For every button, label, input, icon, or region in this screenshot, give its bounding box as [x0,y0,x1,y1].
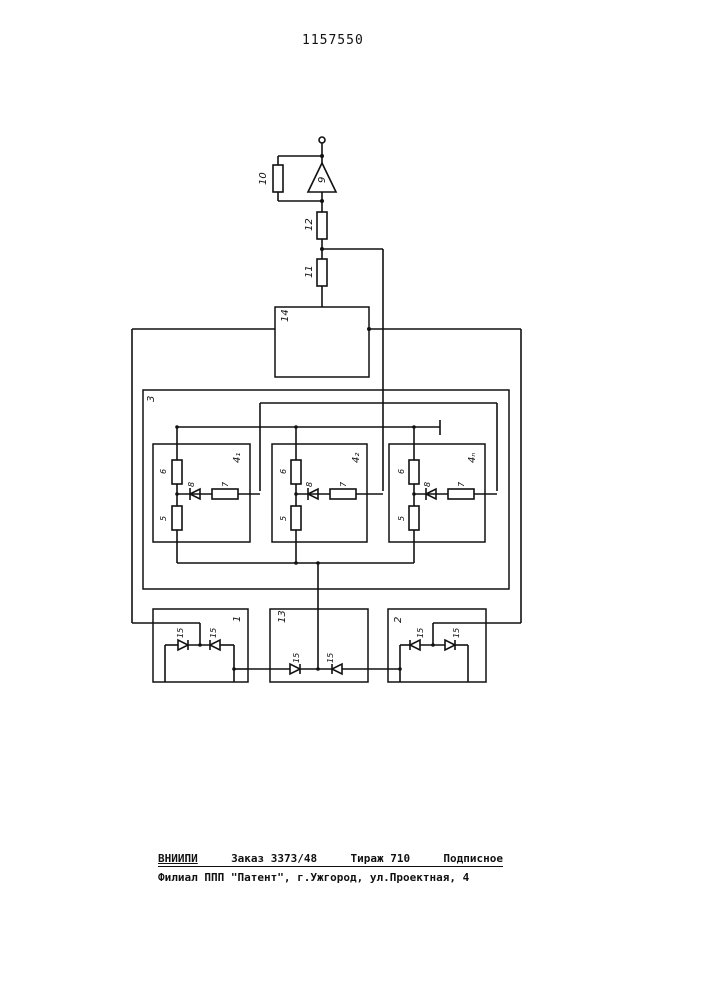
label-14: 14 [280,309,291,322]
label-10: 10 [258,172,269,185]
label-6: 6 [159,469,168,474]
label-15: 15 [452,628,461,638]
label-15: 15 [292,653,301,663]
label-6: 6 [279,469,288,474]
label-6: 6 [397,469,406,474]
label-7: 7 [339,481,348,487]
label-8: 8 [305,482,314,487]
block-13: 13 15 15 [270,609,400,682]
output-terminal [319,137,325,143]
label-9: 9 [317,177,328,183]
imprint-footer: ВНИИПИ Заказ 3373/48 Тираж 710 Подписное… [158,852,503,884]
label-4-n: 4ₙ [467,453,478,463]
resistor-10 [273,165,283,192]
label-4-1: 4₁ [232,453,243,463]
circulation: Тираж 710 [350,852,410,865]
label-2: 2 [393,617,404,623]
resistor-11 [317,259,327,286]
organization: ВНИИПИ [158,852,198,865]
output-stage: 9 10 12 11 [258,137,383,307]
label-7: 7 [221,481,230,487]
sub-block-4-n: 4ₙ 6 8 7 5 [389,425,497,563]
block-2: 2 15 15 [388,609,486,682]
label-15: 15 [176,628,185,638]
label-8: 8 [423,482,432,487]
sub-block-4-1: 4₁ 6 8 7 5 [153,425,260,563]
label-11: 11 [304,265,315,278]
resistor-12 [317,212,327,239]
label-5: 5 [159,516,168,521]
label-1: 1 [232,616,243,622]
label-5: 5 [279,516,288,521]
order-number: Заказ 3373/48 [231,852,317,865]
label-15: 15 [416,628,425,638]
subscription: Подписное [443,852,503,865]
label-13: 13 [277,610,288,623]
label-8: 8 [187,482,196,487]
imprint-line-1: ВНИИПИ Заказ 3373/48 Тираж 710 Подписное [158,852,503,867]
label-12: 12 [304,218,315,231]
branch-address: Филиал ППП "Патент", г.Ужгород, ул.Проек… [158,871,503,884]
label-4-2: 4₂ [351,453,362,463]
sub-block-4-2: 4₂ 6 8 7 5 [272,425,383,563]
label-3: 3 [146,396,157,402]
label-5: 5 [397,516,406,521]
label-15: 15 [209,628,218,638]
label-7: 7 [457,481,466,487]
block-1: 1 15 15 [153,609,248,682]
label-15: 15 [326,653,335,663]
